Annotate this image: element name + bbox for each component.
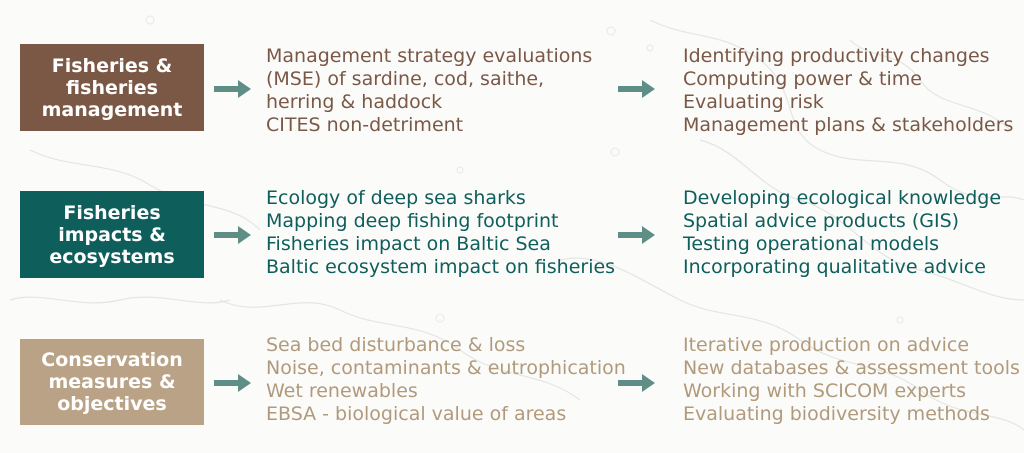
arrow-right-icon xyxy=(214,374,251,392)
category-label: Fisheries & fisheries management xyxy=(41,54,183,121)
category-box-conservation: Conservation measures & objectives xyxy=(20,339,204,425)
row-fisheries-impacts: Fisheries impacts & ecosystems Ecology o… xyxy=(0,177,1024,279)
activity-item: Ecology of deep sea sharks xyxy=(266,187,526,209)
category-label: Fisheries impacts & ecosystems xyxy=(49,201,175,268)
challenge-item: Incorporating qualitative advice xyxy=(683,256,986,278)
activity-item: Sea bed disturbance & loss xyxy=(266,334,526,356)
activity-item: herring & haddock xyxy=(266,91,443,113)
category-label: Conservation measures & objectives xyxy=(41,349,183,415)
category-box-fisheries-management: Fisheries & fisheries management xyxy=(20,44,204,131)
challenges-list: Iterative production on advice New datab… xyxy=(683,334,1020,426)
arrow-right-icon xyxy=(618,374,655,392)
challenge-item: Iterative production on advice xyxy=(683,334,970,356)
challenge-item: Management plans & stakeholders xyxy=(683,114,1014,136)
activity-item: Mapping deep fishing footprint xyxy=(266,210,559,232)
challenges-list: Developing ecological knowledge Spatial … xyxy=(683,187,1001,279)
challenge-item: Working with SCICOM experts xyxy=(683,380,966,402)
challenge-item: New databases & assessment tools xyxy=(683,357,1020,379)
activity-item: Management strategy evaluations xyxy=(266,45,593,67)
activities-list: Management strategy evaluations (MSE) of… xyxy=(266,45,592,137)
arrow-right-icon xyxy=(618,80,655,98)
challenge-item: Evaluating biodiversity methods xyxy=(683,403,990,425)
activity-item: Baltic ecosystem impact on fisheries xyxy=(266,256,616,278)
row-conservation: Conservation measures & objectives Sea b… xyxy=(0,325,1024,425)
activity-item: Noise, contaminants & eutrophication xyxy=(266,357,626,379)
activities-list: Sea bed disturbance & loss Noise, contam… xyxy=(266,334,626,426)
activity-item: EBSA - biological value of areas xyxy=(266,403,567,425)
challenge-item: Spatial advice products (GIS) xyxy=(683,210,960,232)
arrow-right-icon xyxy=(618,226,655,244)
challenge-item: Identifying productivity changes xyxy=(683,45,990,67)
activities-list: Ecology of deep sea sharks Mapping deep … xyxy=(266,187,615,279)
challenge-item: Developing ecological knowledge xyxy=(683,187,1002,209)
arrow-right-icon xyxy=(214,80,251,98)
row-fisheries-management: Fisheries & fisheries management Managem… xyxy=(0,32,1024,136)
activity-item: (MSE) of sardine, cod, saithe, xyxy=(266,68,545,90)
challenge-item: Testing operational models xyxy=(683,233,940,255)
activity-item: Fisheries impact on Baltic Sea xyxy=(266,233,551,255)
category-box-fisheries-impacts: Fisheries impacts & ecosystems xyxy=(20,191,204,278)
challenge-item: Computing power & time xyxy=(683,68,922,90)
arrow-right-icon xyxy=(214,226,251,244)
activity-item: Wet renewables xyxy=(266,380,418,402)
activity-item: CITES non-detriment xyxy=(266,114,464,136)
challenges-list: Identifying productivity changes Computi… xyxy=(683,45,1013,137)
challenge-item: Evaluating risk xyxy=(683,91,824,113)
